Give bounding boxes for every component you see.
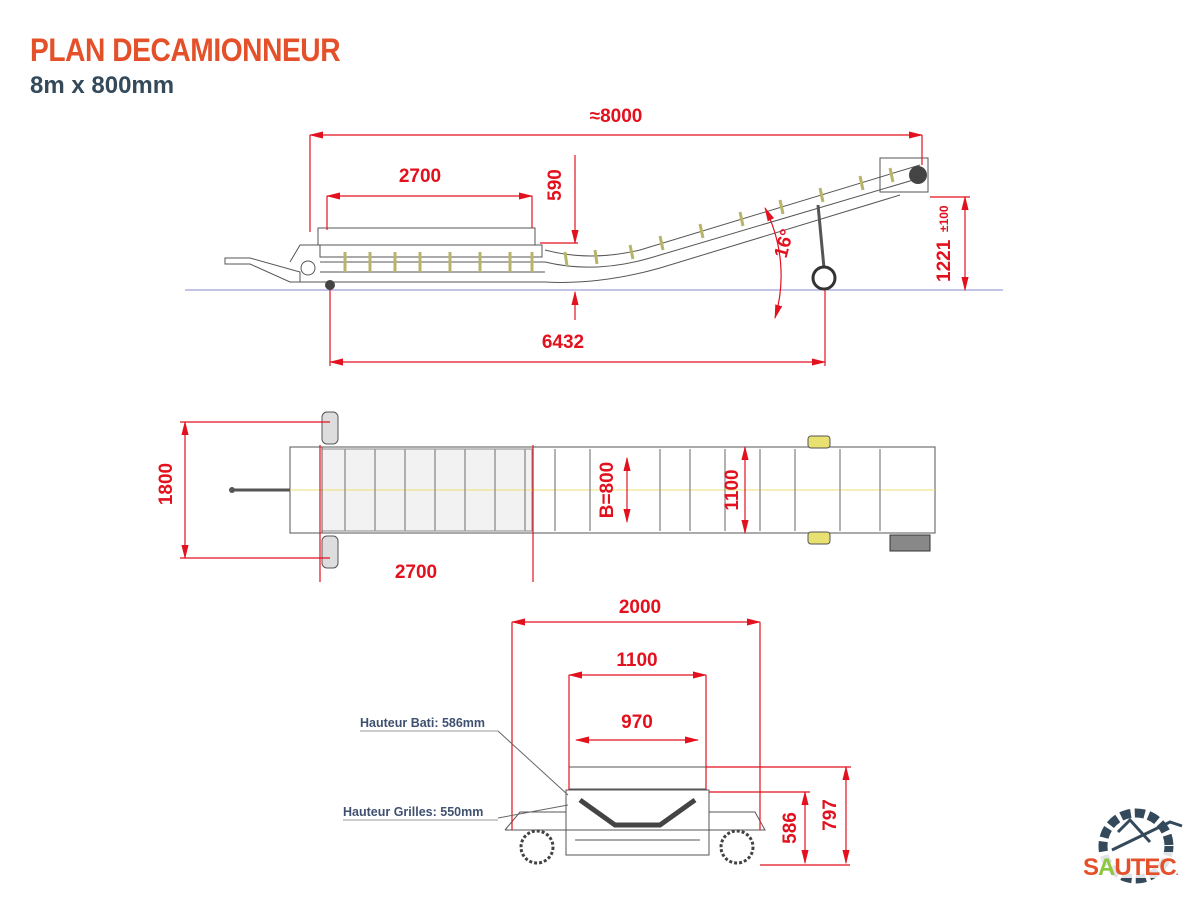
front-view: 2000 1100 970 586 797 Hauteur Bati: 586m… [343, 597, 851, 866]
top-view: 1800 2700 B=800 1100 [156, 411, 936, 583]
note-grid-height: Hauteur Grilles: 550mm [343, 805, 483, 819]
dim-grid-length: 2700 [395, 562, 437, 583]
dim-hopper-height: 590 [545, 169, 566, 201]
dim-overall-width-front: 2000 [619, 597, 661, 618]
conveyor-top-drawing [229, 411, 936, 569]
page-subtitle: 8m x 800mm [30, 72, 175, 99]
conveyor-side-drawing [224, 157, 929, 291]
sautec-logo: SAUTEC. [1082, 808, 1190, 884]
dim-frame-width-front: 1100 [616, 650, 657, 671]
wheel-icon [321, 411, 339, 445]
dim-discharge-height: 1221 [934, 239, 955, 282]
dim-total-height: 797 [820, 799, 841, 831]
motor-icon [889, 534, 931, 552]
dim-overall-width: 1800 [156, 463, 177, 505]
wheel-icon [807, 435, 831, 449]
wheel-icon [811, 265, 837, 291]
dim-frame-width-top: 1100 [722, 469, 743, 510]
wheel-icon [807, 531, 831, 545]
dim-axle-distance: 6432 [542, 332, 584, 353]
side-view: ≈8000 2700 590 1221 ±100 16° 6432 [185, 106, 1003, 366]
wheel-icon [519, 829, 555, 865]
dim-belt-width: B=800 [597, 462, 618, 519]
svg-text:SAUTEC.: SAUTEC. [1083, 854, 1179, 881]
dim-inner-width: 970 [621, 712, 653, 733]
note-frame-height: Hauteur Bati: 586mm [360, 716, 485, 730]
dim-frame-height: 586 [780, 812, 801, 844]
dim-discharge-tolerance: ±100 [937, 205, 951, 232]
wheel-icon [321, 535, 339, 569]
dim-hopper-length: 2700 [399, 166, 441, 187]
wheel-icon [719, 829, 755, 865]
dim-overall-length: ≈8000 [590, 106, 643, 127]
page-title: PLAN DECAMIONNEUR [30, 32, 341, 68]
conveyor-front-drawing [504, 766, 766, 865]
